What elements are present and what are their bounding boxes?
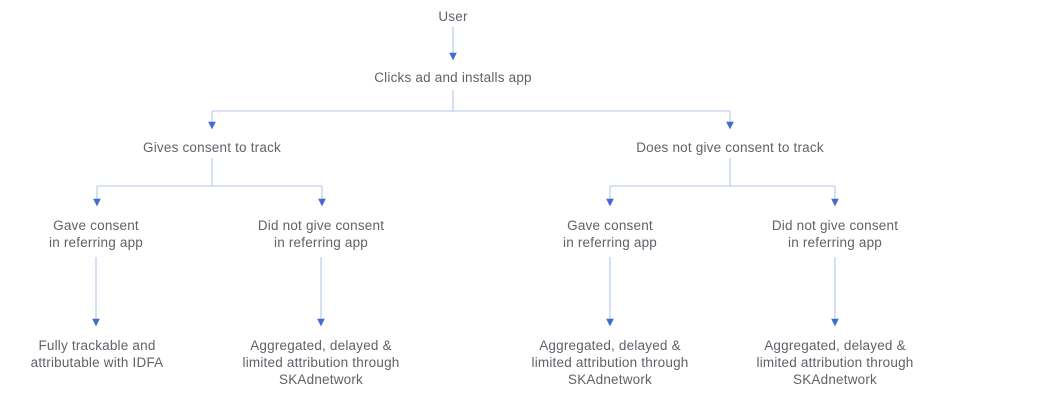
node-text-line: SKAdnetwork xyxy=(568,372,652,387)
node-text-line: Did not give consent xyxy=(771,218,899,233)
node-text-line: Aggregated, delayed & xyxy=(764,338,906,353)
node-text-line: Gave consent xyxy=(53,218,139,233)
node-text-line: Aggregated, delayed & xyxy=(250,338,392,353)
node-leaf-skadnetwork-mid: Aggregated, delayed & limited attributio… xyxy=(532,337,689,388)
connector-rails xyxy=(97,90,835,187)
node-text-line: Did not give consent xyxy=(257,218,385,233)
node-text-line: limited attribution through xyxy=(756,355,914,370)
node-gives-consent-to-track: Gives consent to track xyxy=(143,140,281,155)
node-leaf-fully-trackable-idfa: Fully trackable and attributable with ID… xyxy=(31,337,164,371)
node-text-line: limited attribution through xyxy=(531,355,689,370)
node-leaf-skadnetwork-left: Aggregated, delayed & limited attributio… xyxy=(243,337,400,388)
node-text-line: in referring app xyxy=(48,235,144,250)
node-left-did-not-give-consent-referring-app: Did not give consent in referring app xyxy=(258,217,384,251)
node-does-not-give-consent-to-track: Does not give consent to track xyxy=(636,140,824,155)
node-text-line: in referring app xyxy=(273,235,369,250)
node-text-line: in referring app xyxy=(562,235,658,250)
node-text-line: Fully trackable and xyxy=(38,338,156,353)
node-text-line: attributable with IDFA xyxy=(30,355,164,370)
node-clicks-ad-installs-app: Clicks ad and installs app xyxy=(374,70,532,85)
node-text-line: Gave consent xyxy=(567,218,653,233)
node-leaf-skadnetwork-right: Aggregated, delayed & limited attributio… xyxy=(757,337,914,388)
node-right-did-not-give-consent-referring-app: Did not give consent in referring app xyxy=(772,217,898,251)
node-user: User xyxy=(438,9,468,24)
node-text-line: Aggregated, delayed & xyxy=(539,338,681,353)
node-left-gave-consent-referring-app: Gave consent in referring app xyxy=(49,217,143,251)
node-text-line: limited attribution through xyxy=(242,355,400,370)
node-right-gave-consent-referring-app: Gave consent in referring app xyxy=(563,217,657,251)
node-text-line: SKAdnetwork xyxy=(793,372,877,387)
node-text-line: SKAdnetwork xyxy=(279,372,363,387)
node-text-line: in referring app xyxy=(787,235,883,250)
